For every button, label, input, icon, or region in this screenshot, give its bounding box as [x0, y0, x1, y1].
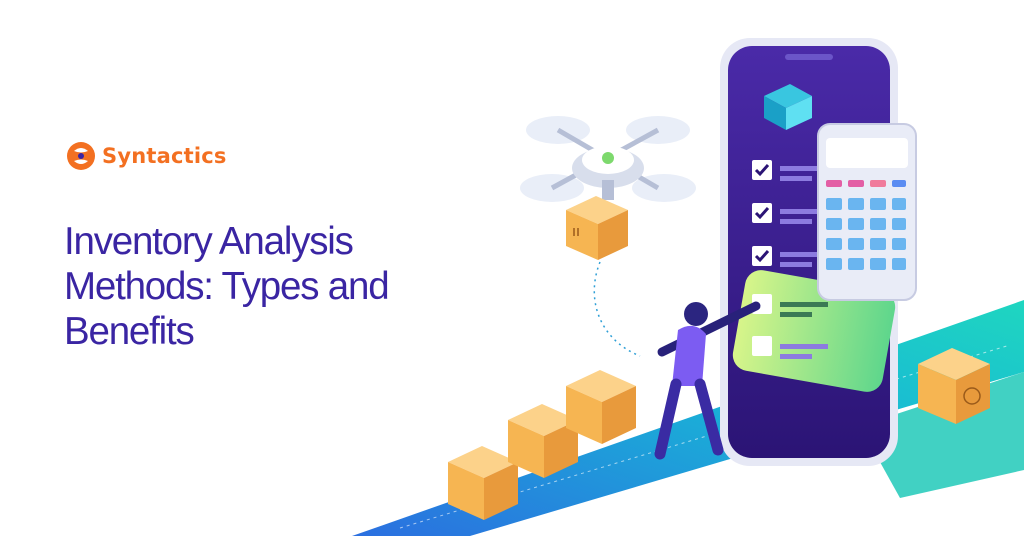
brand-name: Syntactics [102, 144, 227, 168]
package-box [566, 196, 628, 260]
package-box [508, 404, 578, 478]
package-box [566, 370, 636, 444]
box-logo-icon [764, 84, 812, 130]
page-title: Inventory Analysis Methods: Types and Be… [64, 219, 484, 354]
drone-icon [520, 116, 696, 202]
package-box [448, 446, 518, 520]
brand-logo: Syntactics [66, 141, 227, 171]
title-line-3: Benefits [64, 310, 195, 353]
syntactics-swirl-icon [67, 142, 95, 170]
package-box [918, 348, 990, 424]
title-line-2: Methods: Types and [64, 265, 390, 308]
worker-figure [654, 301, 761, 460]
phone-device [720, 38, 898, 466]
calculator-icon [817, 123, 917, 301]
title-line-1: Inventory Analysis [64, 220, 354, 263]
